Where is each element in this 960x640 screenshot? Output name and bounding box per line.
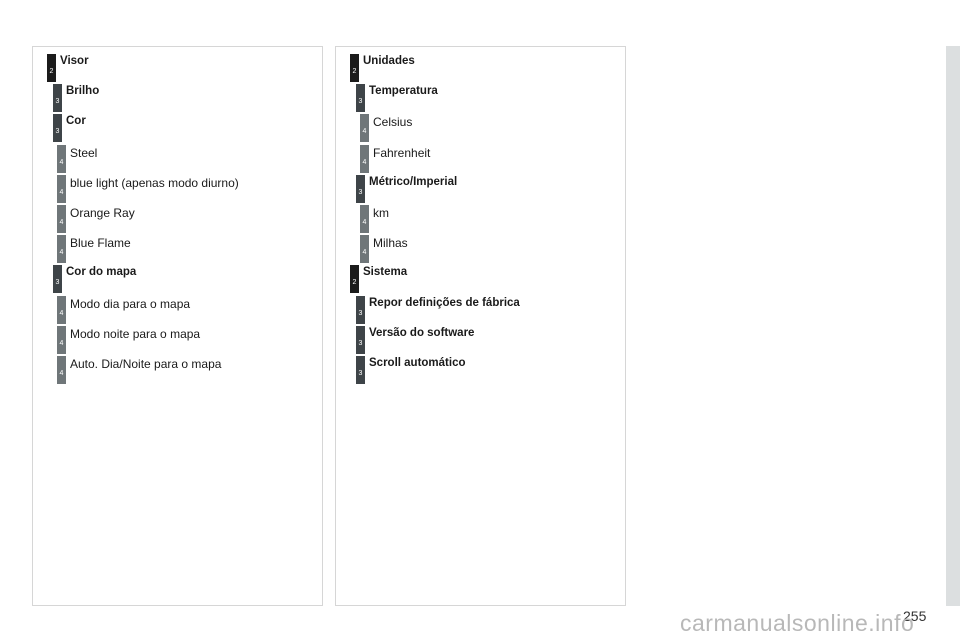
level-badge: 3 — [356, 84, 365, 113]
watermark: carmanualsonline.info — [680, 610, 915, 636]
right-menu-panel — [335, 46, 626, 606]
menu-item-label: km — [373, 206, 389, 220]
menu-item-label: Versão do software — [369, 326, 475, 339]
level-badge: 4 — [360, 144, 369, 173]
menu-item-label: Auto. Dia/Noite para o mapa — [70, 357, 222, 371]
menu-item-label: Sistema — [363, 266, 408, 279]
menu-item-label: Celsius — [373, 115, 413, 130]
menu-item-label: Fahrenheit — [373, 145, 431, 160]
level-badge: 3 — [53, 265, 62, 294]
level-badge: 2 — [350, 265, 359, 294]
menu-item-label: Visor — [60, 55, 89, 67]
menu-item-label: Métrico/Imperial — [369, 175, 458, 188]
level-badge: 3 — [356, 174, 365, 203]
menu-item-label: Repor definições de fábrica — [369, 296, 520, 309]
level-badge: 4 — [57, 235, 66, 264]
level-badge: 4 — [57, 356, 66, 384]
level-badge: 3 — [356, 325, 365, 354]
menu-item-label: Modo noite para o mapa — [70, 326, 201, 341]
menu-item-label: Cor do mapa — [66, 266, 137, 279]
level-badge: 2 — [47, 54, 56, 82]
menu-item-label: Steel — [70, 145, 98, 160]
menu-item-label: Cor — [66, 115, 86, 128]
menu-item-label: Milhas — [373, 236, 408, 251]
level-badge: 4 — [57, 144, 66, 173]
level-badge: 4 — [360, 114, 369, 143]
menu-item-label: Temperatura — [369, 85, 438, 98]
menu-item-label: Brilho — [66, 85, 100, 98]
menu-item-label: blue light (apenas modo diurno) — [70, 175, 239, 190]
menu-item-label: Modo dia para o mapa — [70, 296, 191, 311]
level-badge: 4 — [57, 325, 66, 354]
menu-item-label: Scroll automático — [369, 357, 466, 369]
level-badge: 3 — [356, 295, 365, 324]
level-badge: 4 — [360, 235, 369, 264]
level-badge: 3 — [53, 84, 62, 113]
level-badge: 2 — [350, 54, 359, 82]
level-badge: 3 — [356, 356, 365, 384]
level-badge: 4 — [57, 174, 66, 203]
left-menu-panel — [32, 46, 323, 606]
level-badge: 3 — [53, 114, 62, 143]
level-badge: 4 — [57, 205, 66, 233]
menu-item-label: Blue Flame — [70, 236, 131, 251]
menu-item-label: Unidades — [363, 55, 415, 67]
level-badge: 4 — [57, 295, 66, 324]
menu-item-label: Orange Ray — [70, 206, 135, 220]
level-badge: 4 — [360, 205, 369, 233]
side-tab-strip — [946, 46, 960, 606]
page-number: 255 — [903, 608, 927, 624]
